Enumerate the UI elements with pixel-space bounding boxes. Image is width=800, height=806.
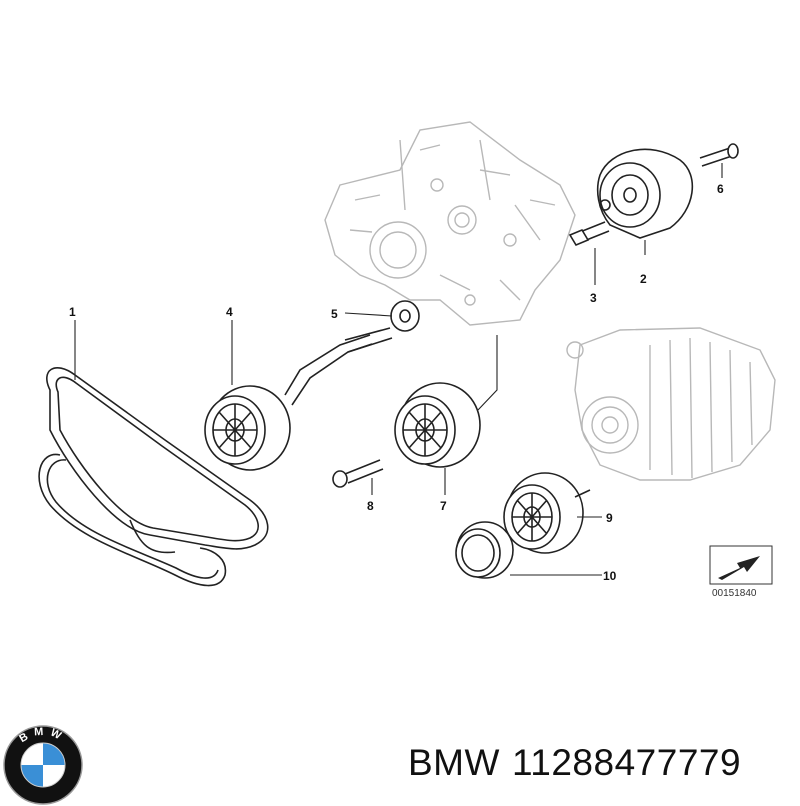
callout-9: 9 [606,511,613,525]
alternator-ghost [566,327,776,481]
part-number: 11288477779 [511,742,742,783]
callout-6: 6 [717,182,724,196]
bmw-logo: BMW [3,725,83,805]
callout-3: 3 [590,291,597,305]
brand-name: BMW [408,742,500,783]
washer-5 [390,300,420,332]
callout-5: 5 [331,307,338,321]
bolt-8 [332,459,384,488]
part-caption: BMW 11288477779 [408,742,753,784]
leader-lines [74,163,723,576]
tensioner-2 [596,148,694,239]
pulley-cap-10 [455,521,514,579]
callout-2: 2 [640,272,647,286]
callout-10: 10 [603,569,617,583]
callout-4: 4 [226,305,233,319]
callout-1: 1 [69,305,76,319]
callout-numbers: 1 4 5 2 3 6 8 7 9 10 [69,182,724,583]
parts-diagram: 1 4 5 2 3 6 8 7 9 10 00151840 [38,121,776,599]
orientation-arrow-box: 00151840 [709,545,773,599]
callout-8: 8 [367,499,374,513]
bolt-3 [568,221,610,247]
callout-7: 7 [440,499,447,513]
bolt-6 [699,143,739,167]
diagram-ref-number: 00151840 [712,588,757,599]
engine-cover-ghost [324,121,576,326]
idler-pulley-9 [503,472,591,554]
idler-pulley-4 [204,327,393,471]
drive-belt [38,366,269,587]
idler-pulley-7 [394,382,481,468]
